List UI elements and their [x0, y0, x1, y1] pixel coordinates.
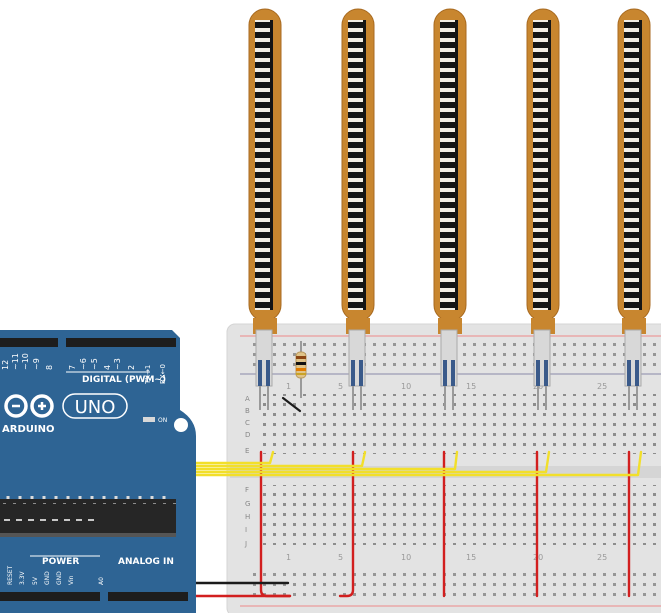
analog-header	[108, 592, 188, 601]
digital-pwm-label: DIGITAL (PWM~)	[82, 375, 166, 385]
digital-header-left	[0, 338, 58, 347]
pin-label-4: 4	[103, 365, 112, 370]
col-number-10: 10	[401, 382, 411, 391]
pin-label-5v: 5V	[32, 576, 39, 585]
pin-label-9: ~9	[32, 358, 41, 370]
pin-label-10: ~10	[21, 353, 30, 370]
flex-sensor-3[interactable]	[433, 8, 467, 410]
row-labels-bottom: F G H I J	[244, 486, 250, 548]
pin-label-12: 12	[1, 360, 10, 370]
pin-label-a0: A0	[98, 577, 105, 585]
resistor[interactable]	[295, 341, 307, 398]
row-label-e: E	[245, 447, 249, 455]
flex-sensor-1[interactable]	[248, 8, 282, 410]
pin-label-gnd1: GND	[44, 571, 51, 585]
terminal-strip-bottom	[258, 485, 661, 545]
power-header	[0, 592, 100, 601]
row-label-b: B	[245, 407, 250, 415]
arduino-logo	[4, 394, 54, 418]
col-number-15-b: 15	[466, 553, 476, 562]
flex-sensors	[248, 8, 651, 410]
pin-label-0: RX←0	[159, 364, 167, 384]
bottom-power-rail	[240, 571, 661, 607]
analog-in-label: ANALOG IN	[118, 557, 174, 567]
flex-sensor-2[interactable]	[341, 8, 375, 410]
digital-header-right	[66, 338, 176, 347]
pin-label-2: 2	[127, 365, 136, 370]
pin-label-6: ~6	[79, 358, 88, 370]
row-label-c: C	[245, 419, 250, 427]
col-number-25-b: 25	[597, 553, 607, 562]
row-label-i: I	[245, 526, 247, 534]
flex-sensor-4[interactable]	[526, 8, 560, 410]
row-label-j: J	[244, 540, 247, 548]
on-label: ON	[158, 417, 167, 424]
row-label-h: H	[245, 513, 250, 521]
on-led	[143, 417, 155, 422]
pin-label-11: ~11	[11, 353, 20, 370]
pin-label-reset: RESET	[7, 565, 14, 585]
col-number-5-b: 5	[338, 553, 343, 562]
col-number-1-b: 1	[286, 553, 291, 562]
digital-pin-labels: 12 ~11 ~10 ~9 8 7 ~6 ~5 4 ~3 2 TX→1 RX←0	[1, 353, 167, 385]
col-number-5: 5	[338, 382, 343, 391]
pin-label-1: TX→1	[144, 365, 152, 385]
terminal-strip-top	[258, 394, 661, 454]
uno-label: UNO	[75, 397, 116, 418]
col-number-10-b: 10	[401, 553, 411, 562]
pin-label-8: 8	[45, 365, 54, 370]
pin-label-5: ~5	[90, 358, 99, 370]
uno-badge	[62, 393, 128, 419]
pin-label-3: ~3	[113, 358, 122, 370]
wire-red-2[interactable]	[338, 450, 355, 598]
col-number-25: 25	[597, 382, 607, 391]
arduino-uno[interactable]: 12 ~11 ~10 ~9 8 7 ~6 ~5 4 ~3 2 TX→1 RX←0…	[0, 330, 196, 613]
row-labels-top: A B C D E	[245, 395, 250, 455]
flex-sensor-5[interactable]	[617, 8, 651, 410]
col-number-1: 1	[286, 382, 291, 391]
pin-label-vin: Vin	[68, 575, 75, 585]
power-pin-labels: RESET 3.3V 5V GND GND Vin A0	[7, 565, 105, 585]
wire-black-jumper[interactable]	[281, 396, 302, 413]
col-number-15: 15	[466, 382, 476, 391]
microcontroller-chip	[0, 496, 176, 537]
pin-label-gnd2: GND	[56, 571, 63, 585]
mounting-hole	[174, 418, 188, 432]
pin-label-7: 7	[68, 365, 77, 370]
row-label-g: G	[245, 500, 250, 508]
breadboard: A B C D E F G H I J 1 5 10 15 20 25 1 5 …	[226, 323, 661, 613]
power-label: POWER	[42, 557, 79, 567]
arduino-brand: ARDUINO	[2, 424, 54, 435]
pin-label-3v3: 3.3V	[19, 570, 26, 585]
row-label-f: F	[245, 486, 249, 494]
row-label-d: D	[245, 431, 250, 439]
row-label-a: A	[245, 395, 250, 403]
